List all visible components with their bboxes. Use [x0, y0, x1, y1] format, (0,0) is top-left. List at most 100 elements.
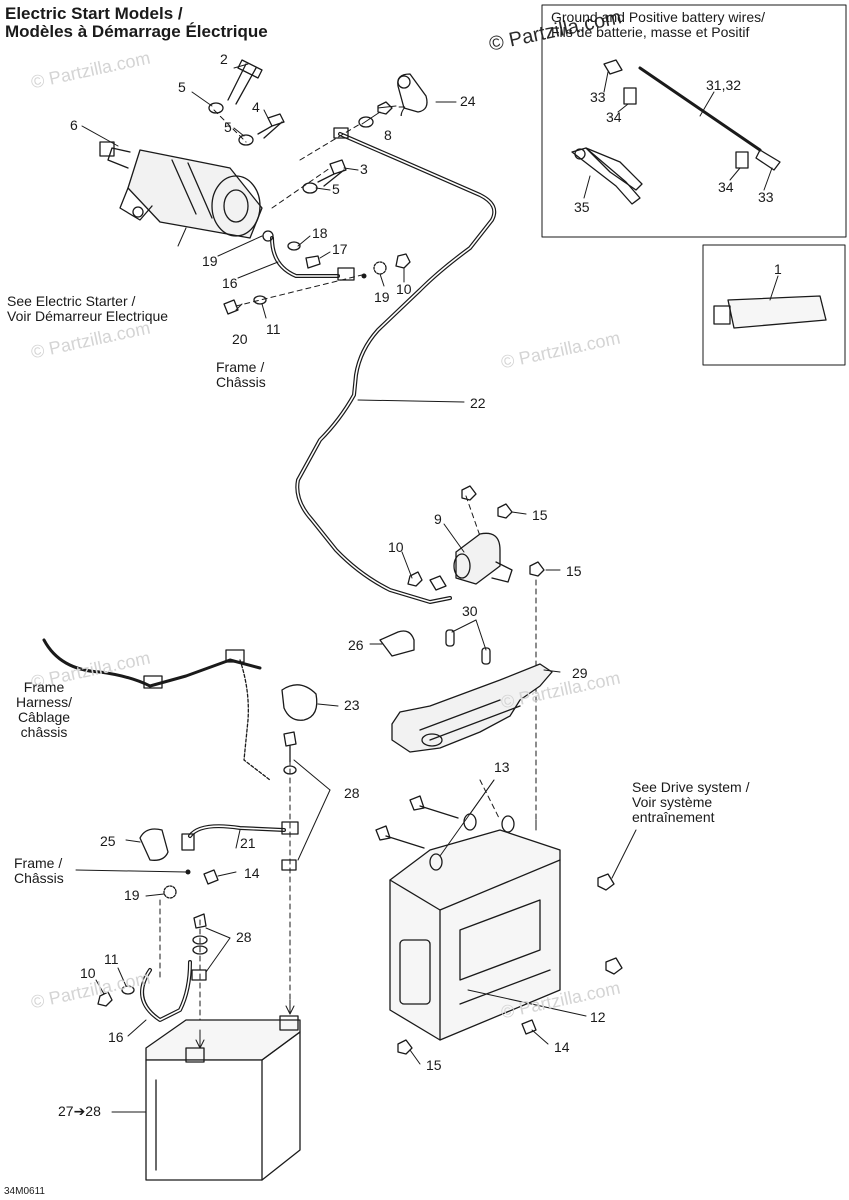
inset-box-dielectric-grease [702, 244, 846, 366]
callout-27-28: 27➔28 [58, 1103, 101, 1119]
pin-30b [481, 647, 491, 665]
callout-28: 28 [344, 785, 360, 801]
pin-30a [445, 629, 455, 647]
bolt-14b [521, 1019, 537, 1035]
crimping-tool-35 [571, 147, 643, 205]
callout-28: 28 [236, 929, 252, 945]
callout-20: 20 [232, 331, 248, 347]
frame-harness [42, 638, 262, 688]
callout-15: 15 [566, 563, 582, 579]
nut-10a [395, 253, 411, 269]
callout-14: 14 [554, 1039, 570, 1055]
callout-4: 4 [252, 99, 260, 115]
callout-33: 33 [590, 89, 606, 105]
washer-5a [208, 102, 224, 114]
bolt-28b [193, 913, 207, 929]
callout-31-32: 31,32 [706, 77, 742, 93]
note-harness-line-4: châssis [20, 724, 68, 740]
nut-10c [97, 991, 113, 1007]
title-line-2: Modèles à Démarrage Électrique [5, 22, 268, 41]
callout-19: 19 [124, 887, 140, 903]
note-harness-line-3: Câblage [17, 709, 71, 725]
note-drive-line-2: Voir système [632, 794, 713, 810]
callout-33: 33 [758, 189, 774, 205]
boot-26 [379, 630, 415, 657]
bolt-13b [375, 825, 425, 849]
callout-3: 3 [360, 161, 368, 177]
washer-18 [287, 241, 301, 251]
callout-30: 30 [462, 603, 478, 619]
nut-10b [407, 571, 423, 587]
note-frame-top: Frame / Châssis [216, 360, 266, 390]
callout-9: 9 [434, 511, 442, 527]
note-drive-system: See Drive system / Voir système entraîne… [632, 780, 749, 825]
cap-25 [139, 828, 169, 861]
callout-11: 11 [104, 951, 119, 967]
nut-7 [377, 101, 393, 115]
bolt-14a [203, 869, 219, 885]
washer-5b [238, 134, 254, 146]
callout-17: 17 [332, 241, 348, 257]
callout-34: 34 [718, 179, 734, 195]
callout-1: 1 [774, 261, 782, 277]
cap-23 [281, 684, 318, 721]
cable-22 [295, 132, 497, 604]
note-electric-starter: See Electric Starter / Voir Démarreur El… [7, 294, 168, 324]
bolt-4 [257, 113, 285, 139]
callout-2: 2 [220, 51, 228, 67]
star-washer-19b [163, 885, 177, 899]
callout-23: 23 [344, 697, 360, 713]
bolt-3 [317, 159, 347, 187]
callout-18: 18 [312, 225, 328, 241]
diagram-title: Electric Start Models / Modèles à Démarr… [5, 5, 268, 41]
callout-16: 16 [108, 1029, 124, 1045]
washer-5c [302, 182, 318, 194]
bolt-28a [283, 731, 297, 763]
bolt-2 [227, 59, 263, 105]
callout-6: 6 [70, 117, 78, 133]
inset-heading-line-2: Fils de batterie, masse et Positif [551, 24, 750, 40]
title-line-1: Electric Start Models / [5, 4, 183, 23]
callout-24: 24 [460, 93, 476, 109]
nut-15a [461, 485, 477, 501]
callout-16: 16 [222, 275, 238, 291]
inset-heading: Ground and Positive battery wires/ Fils … [551, 10, 765, 40]
nut-15d [397, 1039, 413, 1055]
bracket-29 [391, 663, 553, 753]
note-frame-low: Frame / Châssis [14, 856, 64, 886]
nut-15b [497, 503, 513, 519]
solenoid-9 [429, 532, 513, 591]
bolt-20 [223, 299, 239, 315]
callout-7: 7 [398, 103, 406, 119]
washer-11b [121, 985, 135, 995]
callout-12: 12 [590, 1009, 606, 1025]
callout-15: 15 [426, 1057, 442, 1073]
cable-16-upper [270, 236, 340, 278]
starter-motor [99, 141, 263, 239]
callout-19: 19 [202, 253, 218, 269]
callout-26: 26 [348, 637, 364, 653]
note-harness-line-2: Harness/ [16, 694, 73, 710]
note-frame-top-line-2: Châssis [216, 374, 266, 390]
note-harness-line-1: Frame [23, 679, 65, 695]
drive-nut-a [597, 873, 615, 891]
note-frame-harness: Frame Harness/ Câblage châssis [16, 680, 72, 740]
note-drive-line-3: entraînement [632, 809, 715, 825]
nut-15c [529, 561, 545, 577]
callout-8: 8 [384, 127, 392, 143]
grease-tube-1 [713, 295, 827, 329]
washer-8 [358, 116, 374, 128]
figure-code: 34M0611 [4, 1186, 45, 1197]
callout-10: 10 [388, 539, 404, 555]
callout-22: 22 [470, 395, 486, 411]
note-starter-line-1: See Electric Starter / [7, 293, 136, 309]
callout-5: 5 [332, 181, 340, 197]
callout-5: 5 [178, 79, 186, 95]
note-drive-line-1: See Drive system / [632, 779, 750, 795]
washer-11a [253, 295, 267, 305]
battery-box-12 [389, 829, 561, 1041]
note-frame-low-line-2: Châssis [14, 870, 64, 886]
note-frame-low-line-1: Frame / [14, 855, 63, 871]
